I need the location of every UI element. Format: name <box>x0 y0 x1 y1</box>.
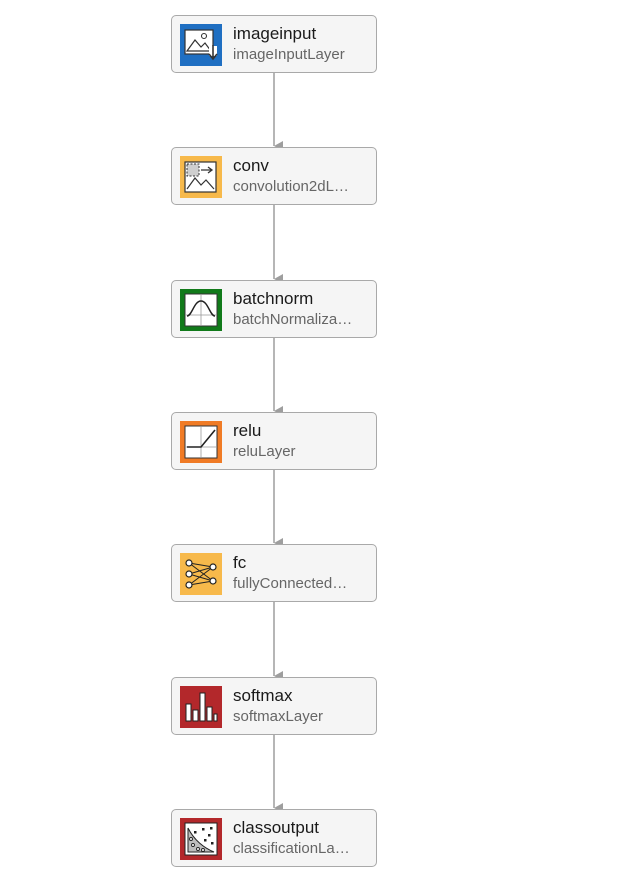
layer-name: relu <box>233 421 262 440</box>
layer-type: classificationLa… <box>233 840 350 857</box>
classification-icon <box>180 818 222 860</box>
image-input-icon <box>180 24 222 66</box>
layer-name: batchnorm <box>233 289 314 308</box>
layer-type: convolution2dL… <box>233 178 349 195</box>
layer-node-batchnorm[interactable]: batchnorm batchNormaliza… <box>171 280 377 338</box>
layer-type: fullyConnected… <box>233 575 348 592</box>
layer-node-softmax[interactable]: softmax softmaxLayer <box>171 677 377 735</box>
layer-type: softmaxLayer <box>233 708 324 725</box>
fully-connected-icon <box>180 553 222 595</box>
layer-name: softmax <box>233 686 293 705</box>
layer-type: reluLayer <box>233 443 296 460</box>
layer-name: imageinput <box>233 24 317 43</box>
layer-node-classoutput[interactable]: classoutput classificationLa… <box>171 809 377 867</box>
bell-curve-icon <box>180 289 222 331</box>
layer-node-fc[interactable]: fc fullyConnected… <box>171 544 377 602</box>
layer-name: classoutput <box>233 818 319 837</box>
layer-name: conv <box>233 156 269 175</box>
layer-name: fc <box>233 553 247 572</box>
layer-node-imageinput[interactable]: imageinput imageInputLayer <box>171 15 377 73</box>
layer-type: imageInputLayer <box>233 46 345 63</box>
layer-type: batchNormaliza… <box>233 311 353 328</box>
convolution-icon <box>180 156 222 198</box>
layer-node-relu[interactable]: relu reluLayer <box>171 412 377 470</box>
relu-icon <box>180 421 222 463</box>
layer-node-conv[interactable]: conv convolution2dL… <box>171 147 377 205</box>
bar-chart-icon <box>180 686 222 728</box>
